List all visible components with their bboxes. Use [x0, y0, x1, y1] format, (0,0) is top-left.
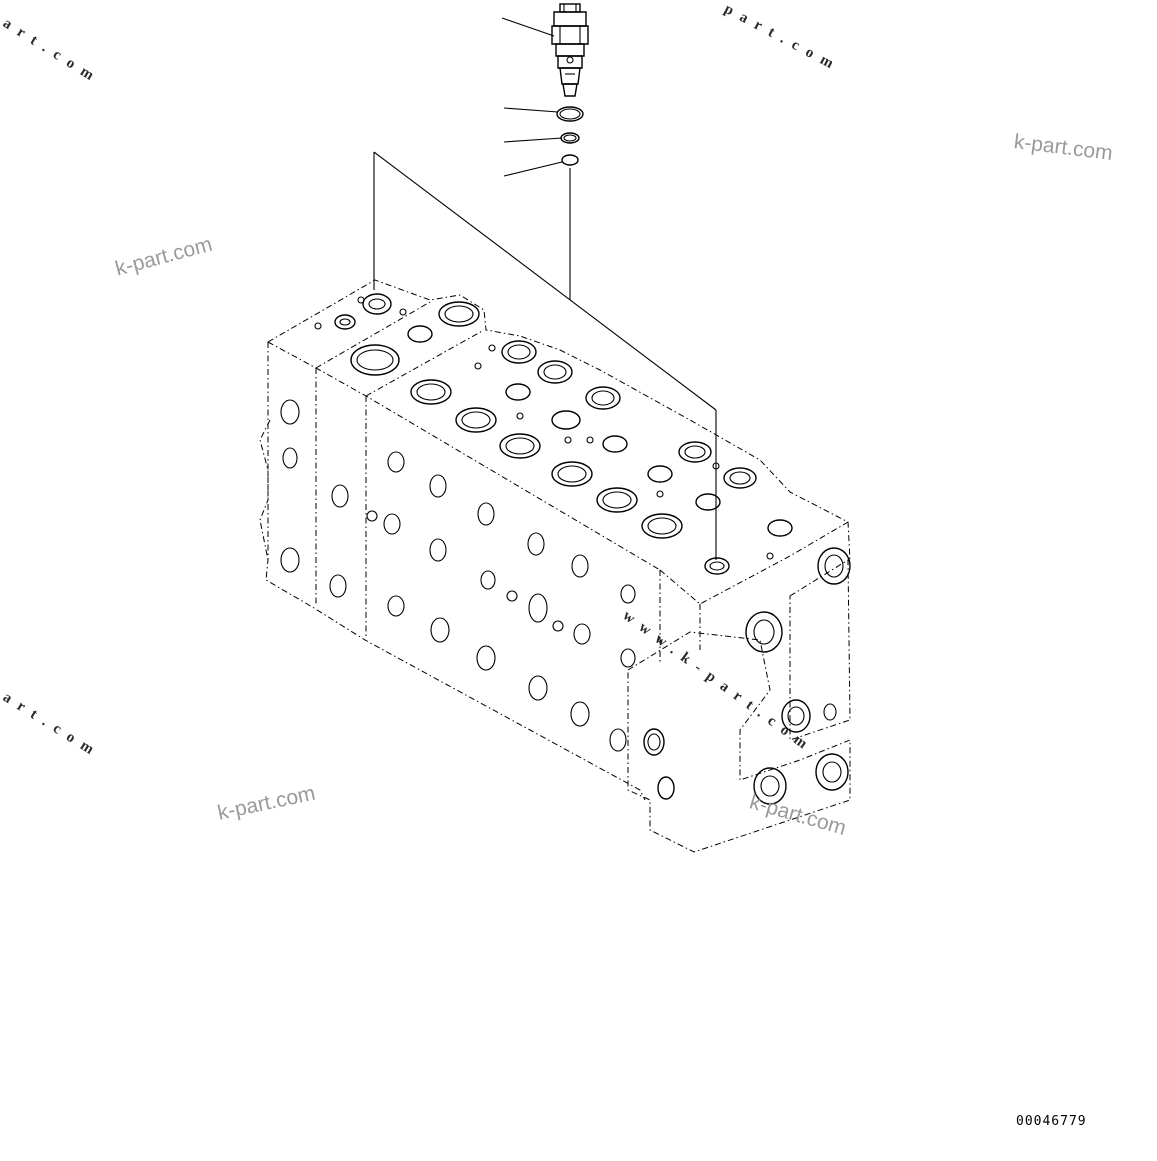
- relief-valve-part: [551, 3, 589, 97]
- o-ring-small: [561, 154, 579, 166]
- control-valve-block: [259, 279, 851, 853]
- side-bosses: [643, 547, 851, 805]
- o-ring-large: [556, 106, 584, 122]
- top-ports: [314, 293, 793, 575]
- front-face-holes: [280, 399, 636, 752]
- figure-number: 00046779: [1016, 1114, 1087, 1129]
- leader-lines: [373, 17, 717, 560]
